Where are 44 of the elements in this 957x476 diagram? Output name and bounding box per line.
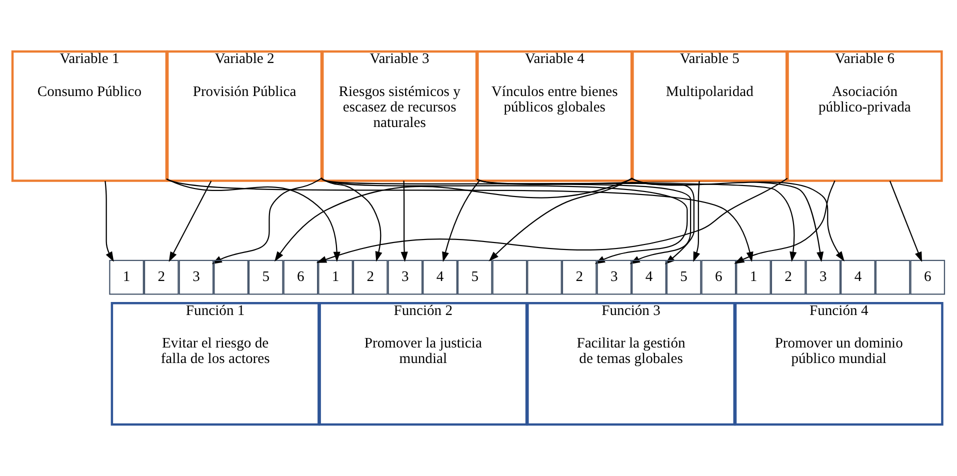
arrow (734, 180, 836, 264)
node-box: 4 (632, 260, 666, 295)
node-box: Variable 4 Vínculos entre bienes públicos globales (476, 50, 633, 182)
node-box (214, 260, 248, 295)
arrow (168, 180, 212, 262)
arrow (104, 180, 114, 262)
node-box: Función 4 Promover un dominio público mundial (734, 302, 944, 426)
node-box: Función 2 Promover la justicia mundial (318, 302, 528, 426)
node-box: Variable 5 Multipolaridad (632, 50, 788, 182)
node-box: Variable 2 Provisión Pública (166, 50, 323, 182)
node-box: 4 (422, 260, 458, 295)
node-box: 5 (666, 260, 702, 295)
arrow (693, 181, 700, 262)
node-box: 3 (388, 260, 423, 295)
arrow (488, 177, 633, 262)
node-box: 3 (806, 260, 841, 295)
node-box (492, 260, 528, 295)
node-box: Variable 3 Riesgos sistémicos y escasez de recursos naturales (321, 50, 478, 182)
node-box: 4 (840, 260, 876, 295)
node-box: 1 (109, 260, 144, 295)
node-box: 2 (562, 260, 597, 295)
node-box: 5 (248, 260, 284, 295)
node-box: Función 3 Facilitar la gestión de temas globales (526, 302, 736, 426)
node-box (875, 260, 910, 295)
node-box: 1 (318, 260, 353, 295)
node-box: Función 1 Evitar el riesgo de falla de los actores (110, 302, 320, 426)
node-box: 5 (457, 260, 492, 295)
node-box: 3 (596, 260, 632, 295)
node-box: 2 (352, 260, 388, 295)
arrow (400, 180, 408, 262)
arrow (476, 178, 824, 262)
node-box: 6 (283, 260, 318, 295)
node-box: 6 (910, 260, 946, 295)
arrow (442, 180, 480, 262)
arrow (631, 178, 844, 262)
node-box: Variable 1 Consumo Público (11, 50, 168, 182)
node-box: 2 (144, 260, 179, 295)
node-box: 6 (701, 260, 736, 295)
node-box: 3 (178, 260, 214, 295)
node-box (527, 260, 562, 295)
node-box: 1 (736, 260, 771, 295)
node-box: 2 (770, 260, 806, 295)
node-box: Variable 6 Asociación público-privada (786, 50, 943, 182)
arrow (889, 180, 922, 262)
